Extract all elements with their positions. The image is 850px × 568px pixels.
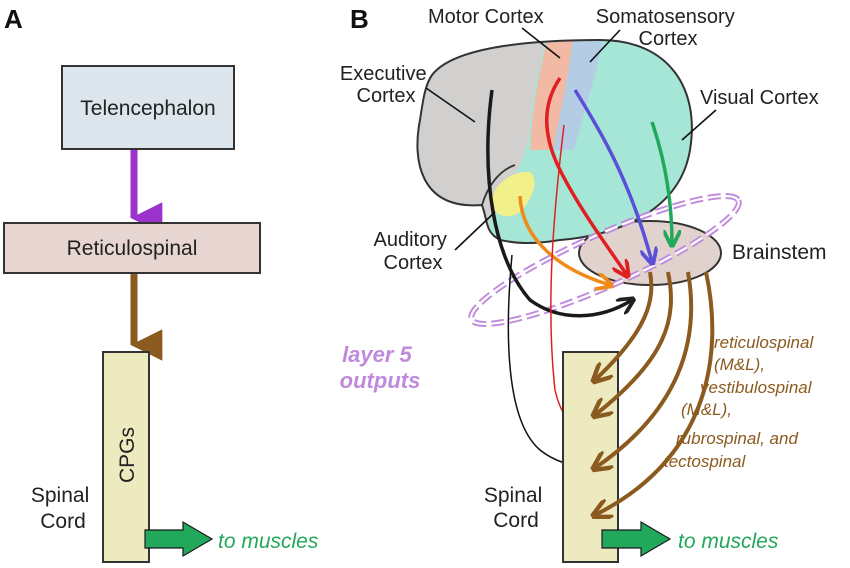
motor-cortex-leader [521, 27, 561, 59]
panel-b-letter: B [350, 4, 369, 34]
auditory-region [491, 171, 535, 217]
temporal-sulcus [481, 164, 516, 206]
cpgs-spinal-cord-box [102, 351, 150, 563]
brainstem-label: Brainstem [732, 241, 827, 264]
to-muscles-arrow-b [601, 520, 672, 558]
brainstem-tract-arrow-4 [595, 271, 715, 515]
executive-arrow [486, 89, 632, 318]
visual-cortex-label: Visual Cortex [700, 87, 819, 109]
cpgs-label: CPGs [116, 427, 139, 483]
executive-label: Executive Cortex [340, 63, 432, 107]
motor-arrow [545, 77, 627, 275]
to-muscles-arrow-a [144, 520, 214, 558]
somatosensory-leader [589, 29, 621, 63]
to-muscles-label-a: to muscles [218, 530, 319, 553]
brain-outline [416, 38, 693, 244]
reticulospinal-box [3, 222, 261, 274]
motor-cortex-label: Motor Cortex [428, 6, 544, 28]
telencephalon-box [61, 65, 235, 150]
brainstem-tract-arrow-2 [595, 271, 673, 415]
auditory-arrow [518, 195, 610, 285]
brainstem-tract-arrow-3 [595, 271, 694, 468]
reticulospinal-label: Reticulospinal [67, 237, 198, 260]
visual-arrow [650, 121, 672, 244]
brainstem-tract-arrow-1 [595, 271, 654, 380]
spinal-cord-label-a: Spinal Cord [31, 484, 95, 533]
layer5-label: layer 5 outputs [340, 342, 421, 393]
somatosensory-arrow [573, 89, 652, 262]
panel-b: B Brainstem Motor Corte [340, 4, 827, 563]
executive-leader [425, 87, 476, 123]
telencephalon-label: Telencephalon [80, 97, 215, 120]
auditory-leader [454, 211, 496, 251]
to-muscles-label-b: to muscles [678, 530, 779, 553]
spinal-cord-label-b: Spinal Cord [484, 484, 548, 532]
panel-a-letter: A [4, 4, 23, 34]
somatosensory-label: Somatosensory Cortex [596, 6, 741, 50]
descending-tracts-label: reticulospinal (M&L), vestibulospinal (M… [664, 333, 818, 471]
panel-a: A Telencephalon Reticulospinal CPGs Spin… [3, 4, 319, 563]
auditory-label: Auditory Cortex [374, 229, 453, 274]
visual-leader [681, 109, 717, 141]
